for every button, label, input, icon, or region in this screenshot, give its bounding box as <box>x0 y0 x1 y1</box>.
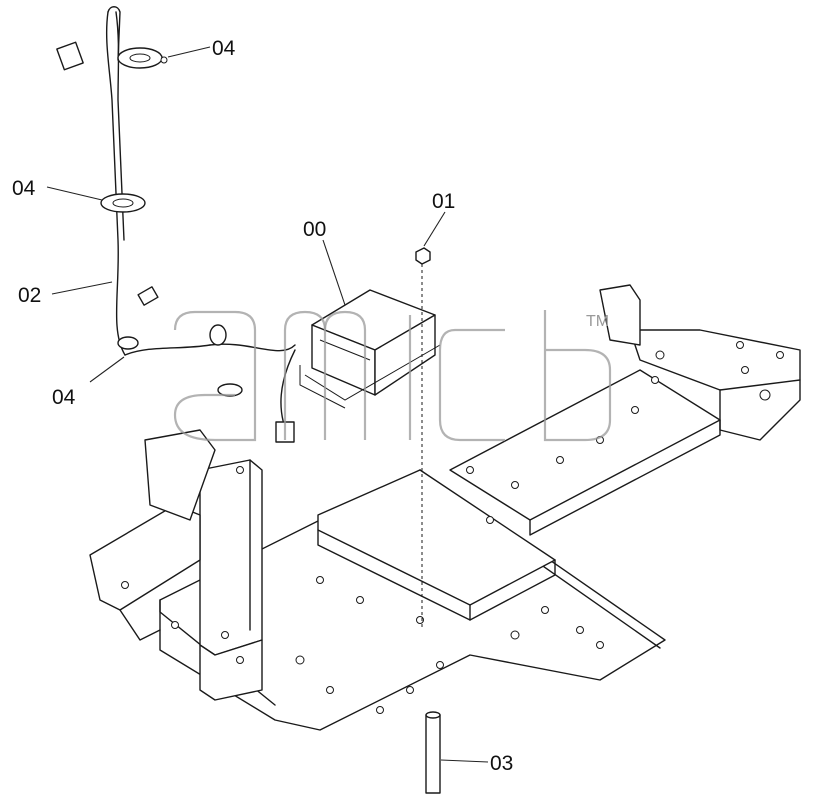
component-box-part <box>299 289 441 409</box>
callout-04-lower: 04 <box>52 386 76 409</box>
callout-03: 03 <box>490 752 513 775</box>
upright-tab <box>599 284 641 346</box>
bolt-part <box>415 247 431 630</box>
wire-harness-part <box>56 6 296 443</box>
center-channel <box>317 469 556 606</box>
leader-lines <box>46 46 489 763</box>
callout-02: 02 <box>18 284 41 307</box>
clamp-part-top <box>117 47 168 69</box>
clamp-part-middle <box>100 193 146 213</box>
rod-part <box>425 711 441 794</box>
clamp-part-lower <box>117 336 139 350</box>
rear-crossmember <box>449 369 721 521</box>
callout-00: 00 <box>303 218 326 241</box>
upper-left-bracket <box>144 429 216 521</box>
callout-04-middle: 04 <box>12 177 36 200</box>
callout-01: 01 <box>432 190 455 213</box>
left-post <box>199 459 263 656</box>
callout-labels: 04 04 02 04 00 01 03 <box>12 37 513 775</box>
trademark-mark: TM <box>586 313 609 330</box>
watermark-logo: TM <box>173 310 612 442</box>
callout-04-top: 04 <box>212 37 236 60</box>
frame-assembly <box>89 284 801 731</box>
